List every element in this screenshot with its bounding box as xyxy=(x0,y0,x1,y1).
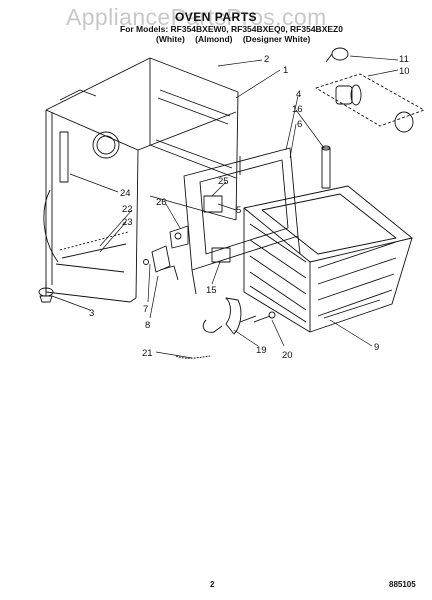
callout-25: 25 xyxy=(218,176,229,187)
terminal-block xyxy=(169,195,223,249)
callout-19: 19 xyxy=(256,345,267,356)
callout-8: 8 xyxy=(145,320,150,331)
callout-16: 16 xyxy=(292,104,303,115)
callout-21: 21 xyxy=(142,348,153,359)
callout-26: 26 xyxy=(156,197,167,208)
callout-1: 1 xyxy=(283,65,288,76)
callout-23: 23 xyxy=(122,217,133,228)
callout-4: 4 xyxy=(296,89,301,100)
callout-labels: 1 2 3 4 5 6 7 8 9 10 11 15 16 19 20 21 2… xyxy=(89,54,410,361)
callout-10: 10 xyxy=(399,66,410,77)
callout-9: 9 xyxy=(374,342,379,353)
leveling-leg xyxy=(38,282,54,303)
door-hinge xyxy=(143,245,179,281)
callout-11: 11 xyxy=(399,54,409,65)
callout-22: 22 xyxy=(122,204,133,215)
callout-24: 24 xyxy=(120,188,131,199)
screw xyxy=(253,311,276,323)
oven-light-assembly xyxy=(315,47,425,133)
latch-hook xyxy=(202,297,257,335)
front-frame xyxy=(183,147,301,295)
color-almond: (Almond) xyxy=(195,34,233,44)
model-numbers: For Models: RF354BXEW0, RF354BXEQ0, RF35… xyxy=(120,24,343,34)
callout-5: 5 xyxy=(236,205,241,216)
callout-7: 7 xyxy=(143,304,148,315)
callout-6: 6 xyxy=(297,119,302,130)
oven-cabinet xyxy=(43,57,239,303)
watermark: AppliancePartsPros.com xyxy=(66,4,327,30)
callout-3: 3 xyxy=(89,308,94,319)
rack-support xyxy=(321,145,331,189)
callout-15: 15 xyxy=(206,285,217,296)
leader-lines xyxy=(51,55,399,359)
probe-wires xyxy=(55,231,129,273)
color-designer-white: (Designer White) xyxy=(242,34,311,44)
color-white: (White) xyxy=(156,34,185,44)
diagram-title: OVEN PARTS xyxy=(174,10,258,24)
oven-liner xyxy=(243,185,413,333)
document-number: 885105 xyxy=(389,580,416,589)
color-options: (White) (Almond) (Designer White) xyxy=(156,34,318,44)
page-number: 2 xyxy=(210,580,215,589)
callout-2: 2 xyxy=(264,54,269,65)
callout-20: 20 xyxy=(282,350,293,361)
